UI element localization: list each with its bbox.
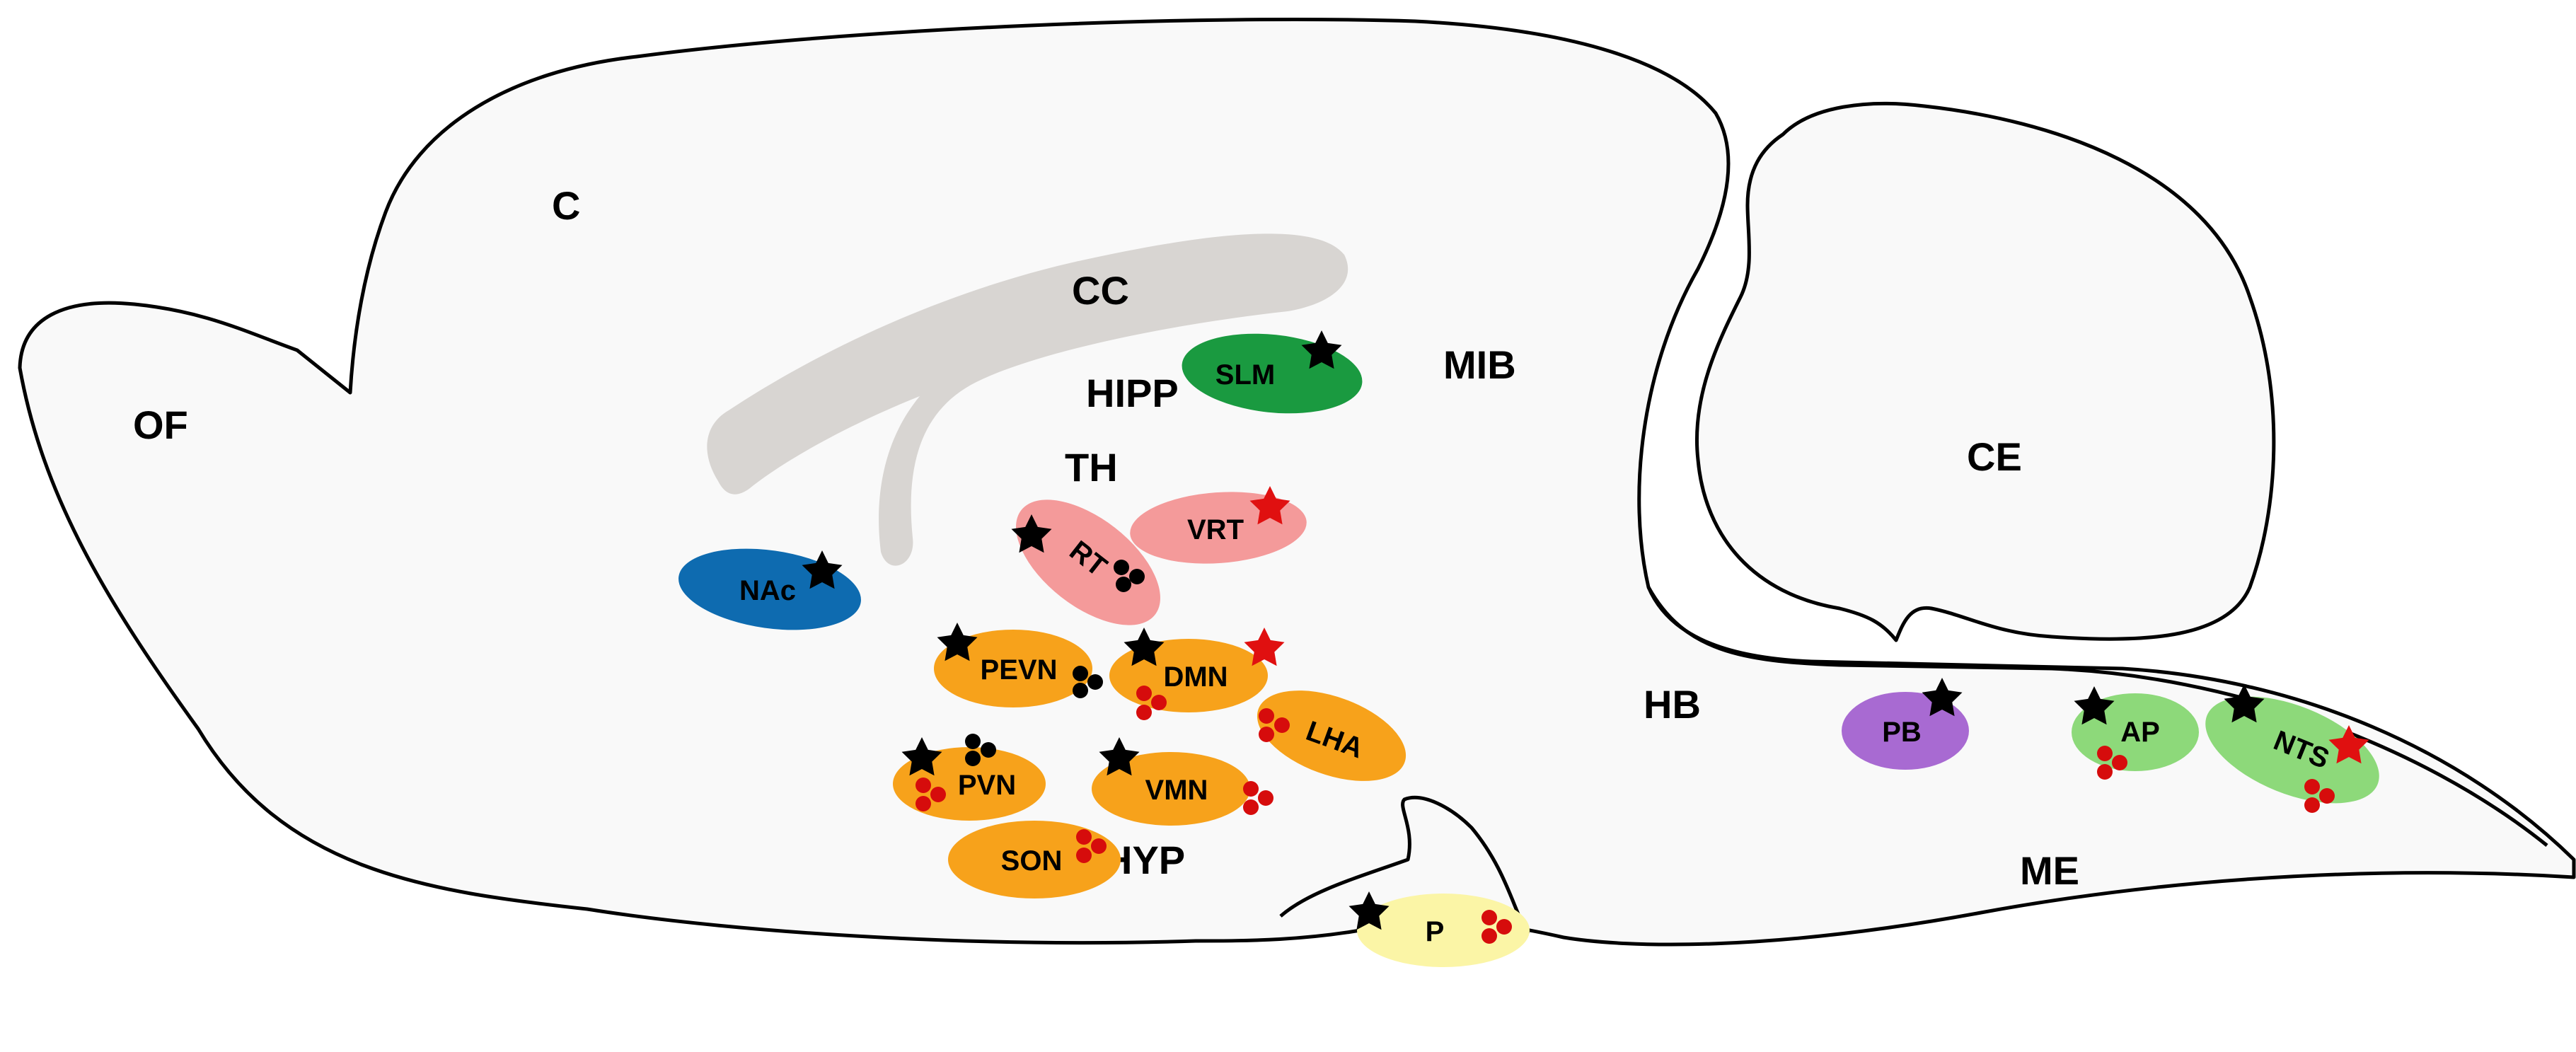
nucleus-label-ap: AP: [2120, 717, 2160, 748]
nucleus-nts-shape: [2205, 696, 2379, 804]
dot-cluster-black-rt: [1114, 560, 1145, 592]
dot-cluster-red-vmn: [1243, 781, 1273, 815]
nucleus-rt-shape: [1016, 499, 1160, 625]
region-label-c: C: [552, 183, 580, 228]
nucleus-vmn-shape: [1092, 752, 1250, 826]
dot-cluster-red-p: [1482, 910, 1512, 944]
cerebellum-outline: [1694, 101, 2276, 642]
brainstem-upper-line: [1646, 586, 2548, 847]
dot-cluster-red-dmn: [1136, 686, 1167, 720]
region-label-cc: CC: [1072, 268, 1129, 313]
region-label-me: ME: [2020, 848, 2079, 893]
nucleus-label-dmn: DMN: [1163, 661, 1228, 693]
dot-cluster-black-pvn: [965, 734, 996, 766]
nucleus-label-vmn: VMN: [1145, 775, 1208, 806]
nucleus-label-nac: NAc: [739, 575, 796, 606]
pituitary-stalk: [1279, 795, 1530, 935]
region-label-hb: HB: [1644, 682, 1701, 727]
corpus-callosum-tract: [707, 233, 1348, 566]
dot-cluster-black-pevn: [1073, 666, 1103, 698]
dot-cluster-red-lha: [1259, 708, 1290, 742]
dot-cluster-red-pvn: [916, 778, 946, 811]
nucleus-label-p: P: [1426, 916, 1445, 947]
nucleus-lha-shape: [1257, 690, 1407, 781]
dot-cluster-red-ap: [2097, 746, 2127, 780]
region-label-of: OF: [133, 403, 188, 447]
region-label-mib: MIB: [1443, 342, 1516, 387]
nucleus-pevn-shape: [934, 630, 1092, 707]
dot-cluster-red-nts: [2304, 779, 2335, 813]
region-label-ce: CE: [1967, 434, 2022, 479]
dot-cluster-red-son: [1076, 829, 1107, 863]
region-label-hipp: HIPP: [1086, 371, 1179, 415]
nucleus-label-son: SON: [1001, 845, 1063, 877]
region-label-th: TH: [1065, 445, 1118, 490]
nucleus-label-pevn: PEVN: [981, 654, 1058, 686]
nucleus-label-pvn: PVN: [958, 770, 1016, 801]
nucleus-label-slm: SLM: [1215, 359, 1275, 391]
nucleus-label-vrt: VRT: [1187, 514, 1244, 545]
nucleus-label-pb: PB: [1882, 717, 1922, 748]
